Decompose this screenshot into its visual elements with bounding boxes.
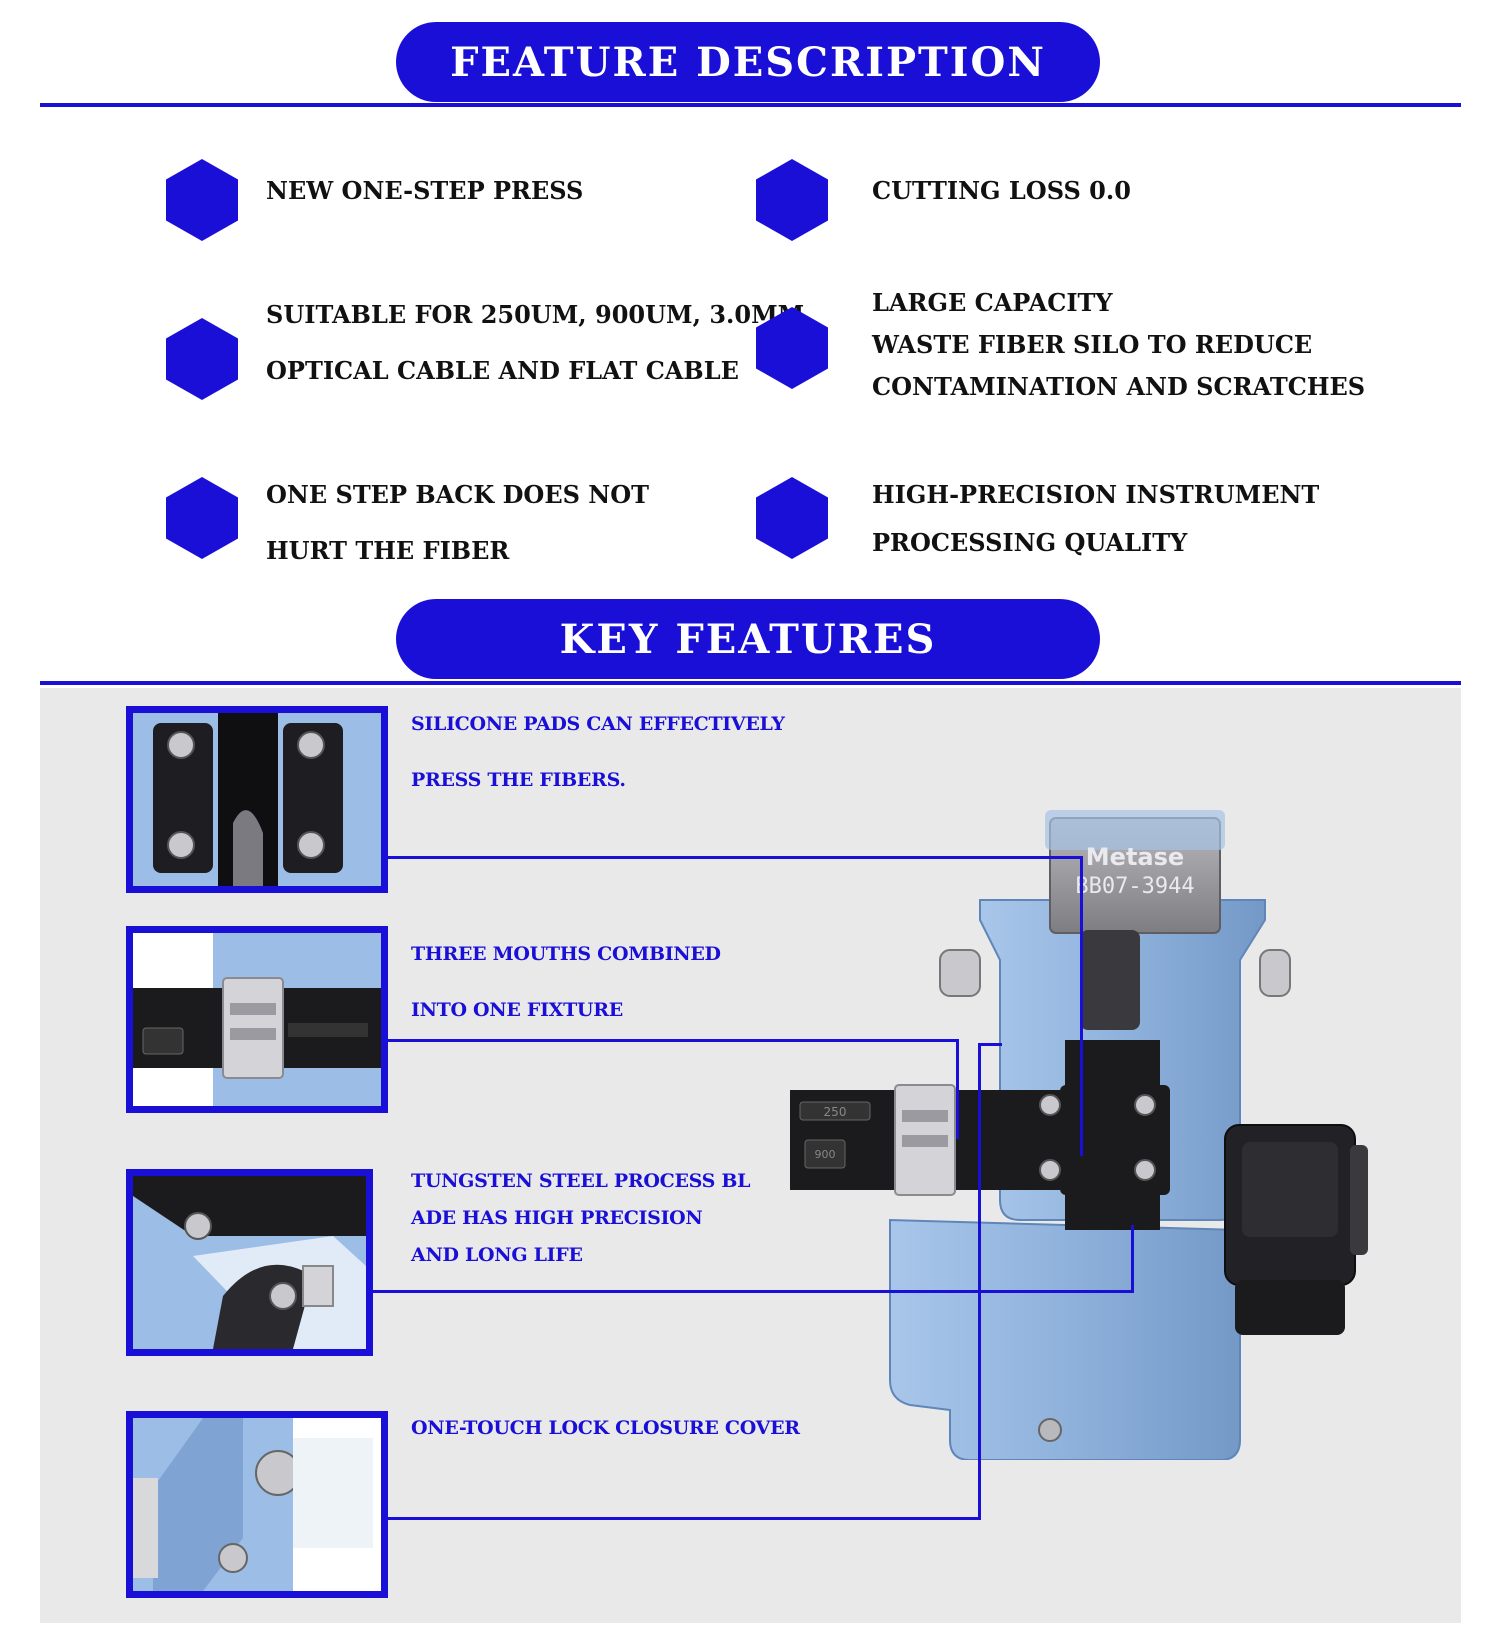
hexagon-bullet-icon — [166, 318, 238, 400]
hexagon-bullet-icon — [166, 159, 238, 241]
feature-description-title: FEATURE DESCRIPTION — [450, 38, 1046, 86]
caption-line: ADE HAS HIGH PRECISION — [411, 1207, 703, 1229]
key-features-title: KEY FEATURES — [559, 615, 937, 663]
blade-detail-image — [126, 1169, 373, 1356]
fixture-icon — [133, 933, 381, 1106]
leader-line — [373, 1290, 1133, 1293]
feature-text: NEW ONE-STEP PRESS — [266, 176, 584, 205]
section-divider — [40, 103, 1461, 107]
leader-line — [388, 1039, 958, 1042]
feature-text: CUTTING LOSS 0.0 — [872, 176, 1131, 205]
hexagon-bullet-icon — [756, 477, 828, 559]
lock-cover-detail-image — [126, 1411, 388, 1598]
leader-line — [956, 1039, 959, 1139]
clamp-mark: 250 — [824, 1105, 847, 1119]
caption-line: ONE-TOUCH LOCK CLOSURE COVER — [411, 1417, 800, 1439]
caption-line: TUNGSTEN STEEL PROCESS BL — [411, 1170, 751, 1192]
feature-text: CONTAMINATION AND SCRATCHES — [872, 372, 1366, 401]
leader-line — [388, 856, 1082, 859]
caption-line: PRESS THE FIBERS. — [411, 769, 626, 791]
caption-line: THREE MOUTHS COMBINED — [411, 943, 721, 965]
caption-line: SILICONE PADS CAN EFFECTIVELY — [411, 713, 785, 735]
caption-line: AND LONG LIFE — [411, 1244, 583, 1266]
model-label: BB07-3944 — [1075, 874, 1194, 899]
brand-label: Metase — [1086, 843, 1184, 871]
feature-text: ONE STEP BACK DOES NOT — [266, 480, 650, 509]
leader-line — [978, 1043, 1002, 1046]
leader-line — [1131, 1225, 1134, 1293]
blade-icon — [133, 1176, 366, 1349]
hexagon-bullet-icon — [166, 477, 238, 559]
feature-text: HIGH-PRECISION INSTRUMENT — [872, 480, 1320, 509]
leader-line — [1080, 856, 1083, 1156]
feature-text: LARGE CAPACITY — [872, 288, 1113, 317]
feature-text: SUITABLE FOR 250UM, 900UM, 3.0MM — [266, 300, 805, 329]
caption-line: INTO ONE FIXTURE — [411, 999, 623, 1021]
lock-cover-icon — [133, 1418, 381, 1591]
clamp-mark: 900 — [815, 1148, 836, 1161]
hexagon-bullet-icon — [756, 159, 828, 241]
silicone-pads-detail-image — [126, 706, 388, 893]
feature-text: PROCESSING QUALITY — [872, 528, 1188, 557]
leader-line — [978, 1043, 981, 1520]
fiber-cleaver-image: Metase BB07-3944 250 900 — [790, 810, 1368, 1460]
key-features-banner: KEY FEATURES — [396, 599, 1100, 679]
feature-text: WASTE FIBER SILO TO REDUCE — [872, 330, 1313, 359]
feature-text: HURT THE FIBER — [266, 536, 510, 565]
section-divider — [40, 681, 1461, 685]
feature-text: OPTICAL CABLE AND FLAT CABLE — [266, 356, 739, 385]
feature-description-banner: FEATURE DESCRIPTION — [396, 22, 1100, 102]
leader-line — [388, 1517, 980, 1520]
fixture-detail-image — [126, 926, 388, 1113]
silicone-pads-icon — [133, 713, 381, 886]
